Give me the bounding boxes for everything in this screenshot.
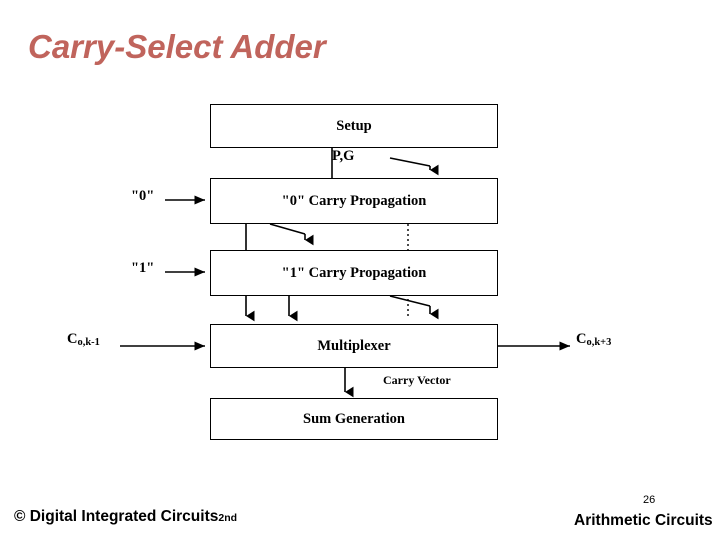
label-pg-text: P,G xyxy=(332,148,355,164)
box-carry0-label: "0" Carry Propagation xyxy=(281,192,427,209)
label-carry-out-sub: o,k+3 xyxy=(586,337,612,348)
label-const-one-text: "1" xyxy=(131,260,155,276)
label-const-zero: "0" xyxy=(131,188,154,205)
box-sum-generation: Sum Generation xyxy=(210,398,498,440)
footer-right: Arithmetic Circuits xyxy=(574,512,713,529)
label-const-zero-text: "0" xyxy=(131,188,155,204)
page-title: Carry-Select Adder xyxy=(28,28,326,65)
page-number: 26 xyxy=(643,494,656,506)
footer-left: © Digital Integrated Circuits2nd xyxy=(14,508,237,526)
box-sum-generation-label: Sum Generation xyxy=(303,410,405,427)
box-setup-label: Setup xyxy=(336,117,372,134)
box-carry1-label: "1" Carry Propagation xyxy=(281,264,427,281)
box-setup: Setup xyxy=(210,104,498,148)
label-carry-out: Co,k+3 xyxy=(576,331,611,348)
box-carry1: "1" Carry Propagation xyxy=(210,250,498,296)
box-carry0: "0" Carry Propagation xyxy=(210,178,498,224)
label-carry-out-text: C xyxy=(576,331,587,347)
label-carry-in-sub: o,k-1 xyxy=(77,337,100,348)
label-carry-vector: Carry Vector xyxy=(383,373,451,388)
box-multiplexer: Multiplexer xyxy=(210,324,498,368)
footer-left-edition: 2nd xyxy=(218,512,238,524)
label-carry-in-text: C xyxy=(67,331,78,347)
footer-left-text: Digital Integrated Circuits xyxy=(29,508,219,525)
label-const-one: "1" xyxy=(131,260,154,277)
copyright-icon: © xyxy=(14,508,26,525)
label-carry-vector-text: Carry Vector xyxy=(383,373,451,387)
label-pg: P,G xyxy=(332,148,354,165)
label-carry-in: Co,k-1 xyxy=(67,331,100,348)
box-multiplexer-label: Multiplexer xyxy=(317,337,391,354)
